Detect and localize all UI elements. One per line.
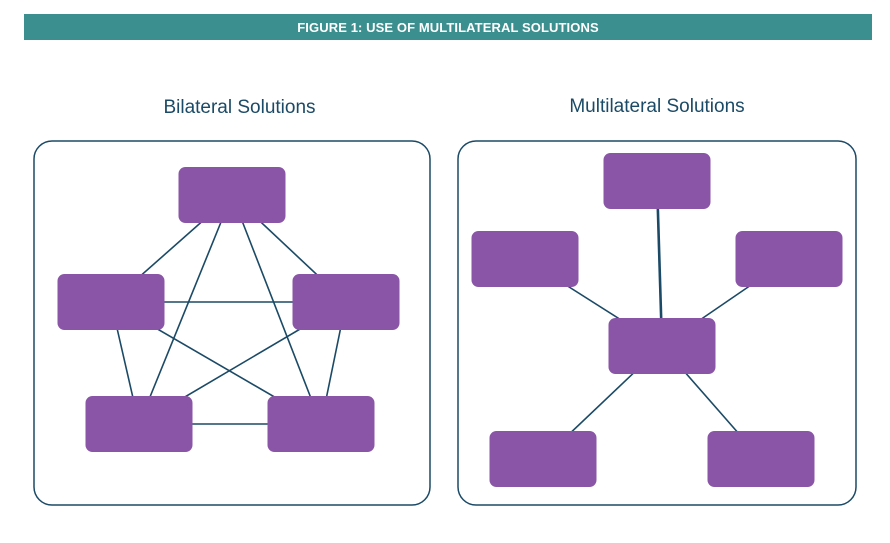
multilateral-panel-title: Multilateral Solutions <box>569 96 745 117</box>
bilateral-node-3 <box>292 274 400 330</box>
multilateral-node-2 <box>603 153 711 209</box>
multilateral-node-5 <box>489 431 597 487</box>
bilateral-panel-title: Bilateral Solutions <box>163 97 316 118</box>
multilateral-panel-frame <box>457 140 857 506</box>
bilateral-connection-4 <box>231 194 322 425</box>
bilateral-nodes <box>57 167 400 452</box>
multilateral-nodes <box>471 153 843 487</box>
bilateral-node-4 <box>85 396 193 452</box>
bilateral-node-2 <box>57 274 165 330</box>
bilateral-node-1 <box>178 167 286 223</box>
multilateral-hub-node <box>608 318 716 374</box>
figure-title-banner: FIGURE 1: USE OF MULTILATERAL SOLUTIONS <box>24 14 872 40</box>
bilateral-connection-3 <box>138 194 233 425</box>
multilateral-node-3 <box>471 231 579 287</box>
multilateral-node-6 <box>707 431 815 487</box>
bilateral-node-5 <box>267 396 375 452</box>
multilateral-node-4 <box>735 231 843 287</box>
bilateral-panel-frame <box>33 140 431 506</box>
